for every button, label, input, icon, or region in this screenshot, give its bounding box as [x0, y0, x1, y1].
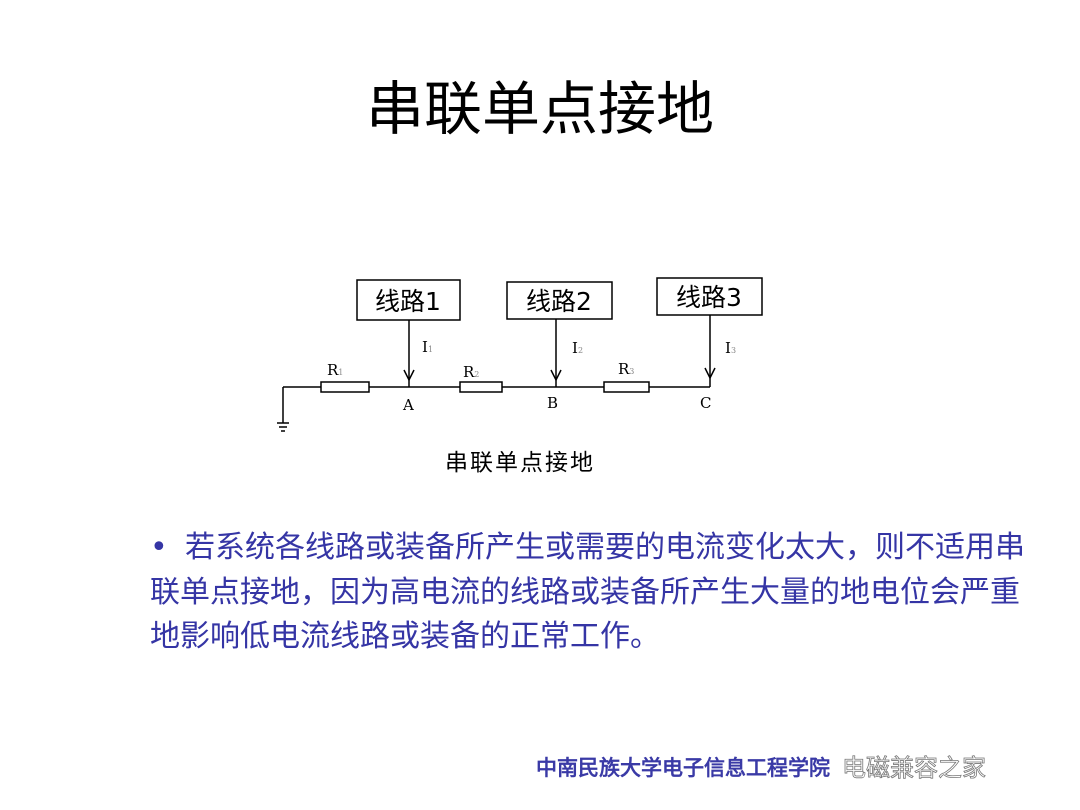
current-label-2: I2	[572, 339, 583, 357]
diagram-caption: 串联单点接地	[445, 450, 595, 476]
current-label-1: I1	[422, 338, 433, 356]
footer-institution: 中南民族大学电子信息工程学院	[536, 756, 830, 780]
resistor-label-2: R2	[463, 363, 479, 381]
resistor-r1	[320, 381, 370, 393]
ground-icon	[277, 422, 289, 432]
slide-title: 串联单点接地	[365, 75, 714, 143]
resistor-label-1: R1	[327, 361, 343, 379]
main-bus	[282, 386, 710, 423]
box-label-2: 线路2	[526, 287, 592, 316]
watermark: 电磁兼容之家	[842, 754, 987, 783]
resistor-r2	[459, 381, 503, 393]
node-label-c: C	[700, 394, 711, 412]
node-label-a: A	[402, 396, 414, 414]
node-label-b: B	[547, 394, 558, 412]
box-label-3: 线路3	[676, 283, 742, 312]
bullet-marker: •	[150, 530, 168, 565]
resistor-label-3: R3	[618, 360, 634, 378]
resistor-r3	[603, 381, 650, 393]
line-box-2	[506, 281, 613, 320]
current-label-3: I3	[725, 339, 736, 357]
bullet-point: • 若系统各线路或装备所产生或需要的电流变化太大，则不适用串联单点接地，因为高电…	[150, 526, 1030, 660]
bullet-text: 若系统各线路或装备所产生或需要的电流变化太大，则不适用串联单点接地，因为高电流的…	[150, 530, 1025, 654]
current-arrows	[403, 367, 716, 382]
current-wires	[408, 315, 711, 387]
box-label-1: 线路1	[375, 287, 441, 316]
